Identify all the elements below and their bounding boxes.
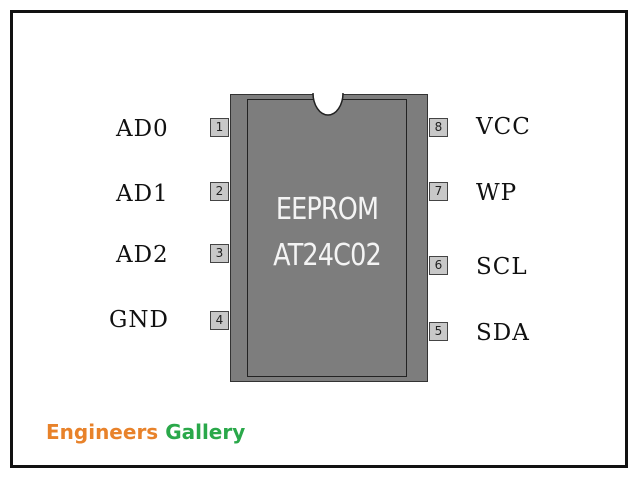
pin-4-box: 4: [210, 311, 229, 330]
pin-3-label: AD2: [116, 242, 169, 268]
pin-5-box: 5: [429, 322, 448, 341]
pin-7-box: 7: [429, 182, 448, 201]
pin-8-box: 8: [429, 118, 448, 137]
pin-6-label: SCL: [476, 254, 528, 280]
pin-7-label: WP: [476, 180, 518, 206]
chip-label-type: EEPROM: [275, 192, 379, 227]
chip-notch: [312, 93, 344, 117]
pin-2-box: 2: [210, 182, 229, 201]
pin-1-label: AD0: [116, 116, 169, 142]
chip-inner-outline: [247, 99, 407, 377]
pin-2-label: AD1: [116, 181, 169, 207]
brand-word-gallery: Gallery: [165, 420, 246, 444]
pin-1-box: 1: [210, 118, 229, 137]
chip-label-part: AT24C02: [273, 238, 382, 273]
pin-5-label: SDA: [476, 320, 530, 346]
pin-6-box: 6: [429, 256, 448, 275]
pin-4-label: GND: [109, 307, 169, 333]
pin-3-box: 3: [210, 244, 229, 263]
pin-8-label: VCC: [476, 114, 531, 140]
brand-logo: Engineers Gallery: [46, 420, 245, 444]
brand-word-engineers: Engineers: [46, 420, 159, 444]
